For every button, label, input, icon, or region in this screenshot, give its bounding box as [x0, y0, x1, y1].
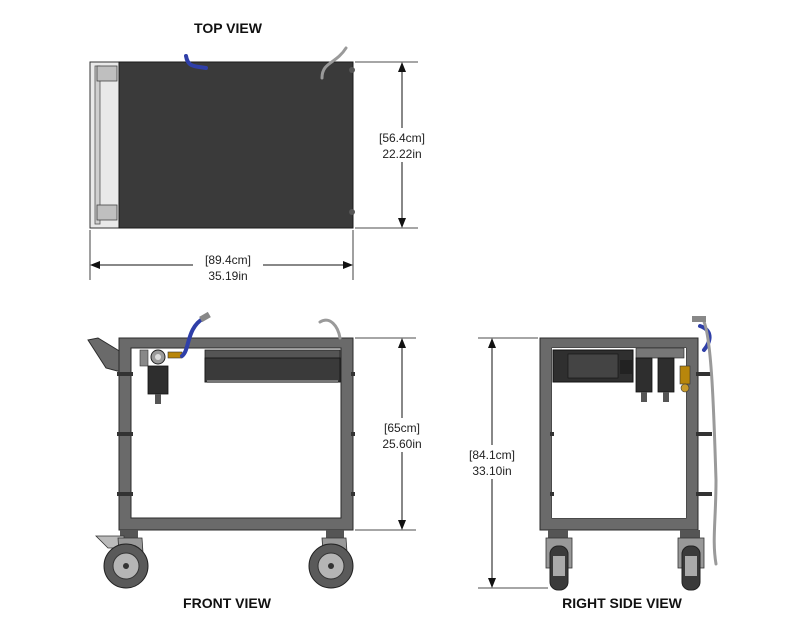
top-view-handle [89, 61, 120, 229]
top-view-panel [118, 61, 354, 229]
dim-front-frame-height-metric: [65cm] [384, 421, 420, 435]
dim-front-frame-height: [65cm] 25.60in [355, 337, 438, 531]
side-view-caster-left [545, 530, 573, 591]
side-view-supply-hose [700, 316, 718, 566]
front-view-caster-left [95, 530, 149, 589]
top-view-supply-hose [320, 46, 348, 80]
dim-top-width: [89.4cm] 35.19in [89, 230, 354, 284]
front-view-title: FRONT VIEW [183, 595, 272, 611]
side-view-air-hose [698, 324, 712, 352]
front-view-air-hose [180, 316, 206, 358]
side-view-filters [635, 347, 691, 402]
dim-top-width-imperial: 35.19in [208, 269, 247, 283]
dim-top-depth: [56.4cm] 22.22in [355, 61, 438, 229]
front-view: [65cm] 25.60in FRONT VIEW [87, 311, 438, 611]
top-view-air-hose [184, 54, 208, 70]
side-view-caster-right [677, 530, 705, 591]
dim-front-frame-height-imperial: 25.60in [382, 437, 421, 451]
top-view-title: TOP VIEW [194, 20, 263, 36]
right-side-view-title: RIGHT SIDE VIEW [562, 595, 683, 611]
dim-top-depth-metric: [56.4cm] [379, 131, 425, 145]
front-view-supply-hose [318, 318, 342, 340]
front-view-drawer [204, 349, 341, 383]
front-view-caster-right [308, 530, 354, 589]
dim-side-total-height: [84.1cm] 33.10in [458, 337, 548, 589]
dim-top-depth-imperial: 22.22in [382, 147, 421, 161]
front-view-filter-regulator [139, 349, 183, 404]
dim-side-total-height-metric: [84.1cm] [469, 448, 515, 462]
right-side-view: [84.1cm] 33.10in RIGHT SIDE VIEW [458, 316, 718, 611]
top-view: TOP VIEW [56.4cm] 22.22in [89, 20, 438, 284]
dim-top-width-metric: [89.4cm] [205, 253, 251, 267]
front-view-handle [87, 337, 122, 373]
side-view-drawer [552, 349, 634, 383]
dim-side-total-height-imperial: 33.10in [472, 464, 511, 478]
